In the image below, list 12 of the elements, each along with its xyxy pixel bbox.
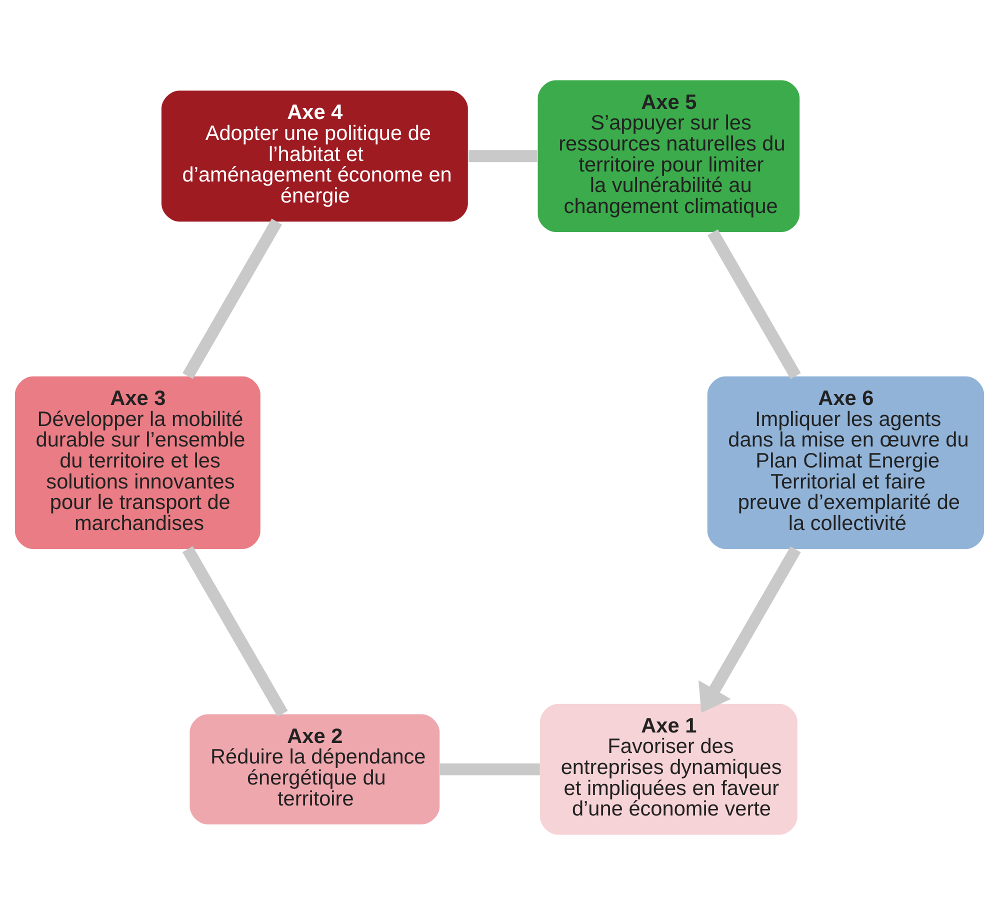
connector bbox=[182, 546, 288, 717]
connector bbox=[707, 229, 800, 380]
connector bbox=[182, 218, 282, 380]
node-box: Axe 2 Réduire la dépendance énergétique du territoire bbox=[189, 714, 440, 824]
node-box: Axe 1 Favoriser des entreprises dynamiques et impliquées en faveur d’une économie verte bbox=[540, 704, 797, 835]
node-box: Axe 6 Impliquer les agents dans la mise en œuvre du Plan Climat Energie Territorial et faire preuve d’exemplarité de la collectivité bbox=[706, 376, 984, 549]
node-box: Axe 4 Adopter une politique de l’habitat et d’aménagement économe en énergie bbox=[160, 90, 468, 222]
connector bbox=[468, 150, 537, 162]
node-box: Axe 3 Développer la mobilité durable sur l’ensemble du territoire et les solutions innovantes pour le transport de marchandises bbox=[14, 376, 260, 549]
arrow bbox=[698, 546, 800, 713]
node-box: Axe 5 S’appuyer sur les ressources naturelles du territoire pour limiter la vulnérabilité au changement climatique bbox=[537, 80, 800, 232]
connector bbox=[439, 763, 540, 776]
